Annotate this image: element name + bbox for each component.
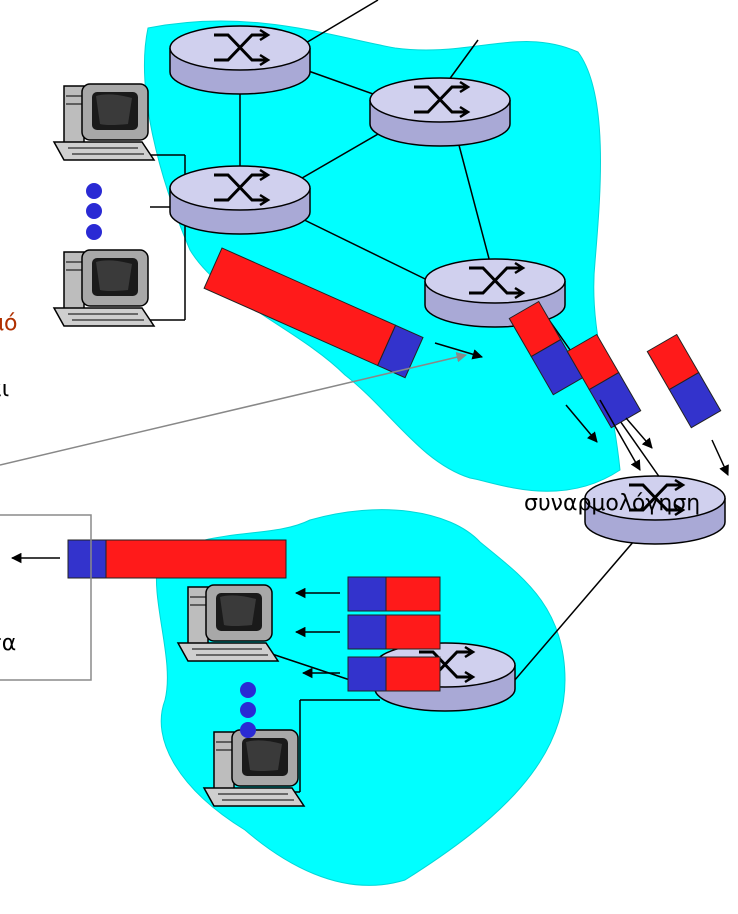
large-packet [203, 247, 424, 379]
router-top-right [368, 76, 512, 148]
vertical-dots-icon [86, 183, 102, 240]
host-top [53, 83, 155, 161]
fragmentation-label: σμό [0, 311, 18, 336]
fragment-2 [566, 333, 642, 429]
fragment-1 [508, 300, 584, 396]
host-destination [177, 584, 279, 662]
router-middle-left [168, 164, 312, 236]
host-bottom [53, 249, 155, 327]
arrival-arrows [294, 587, 340, 679]
arriving-fragments [347, 576, 441, 692]
router-top-left [168, 24, 312, 96]
callout-fragment-text: ατα [0, 631, 17, 656]
host-access-bottom [203, 729, 305, 807]
pointer-line [0, 352, 468, 466]
reassembly-label: συναρμολόγηση [524, 491, 701, 516]
explanation-fragment-text: ται [0, 377, 10, 402]
reassembled-packet [67, 539, 287, 579]
fragment-arrows [434, 342, 729, 476]
vertical-dots-icon [240, 682, 256, 738]
callout-box [0, 514, 92, 681]
fragment-3 [646, 333, 722, 429]
